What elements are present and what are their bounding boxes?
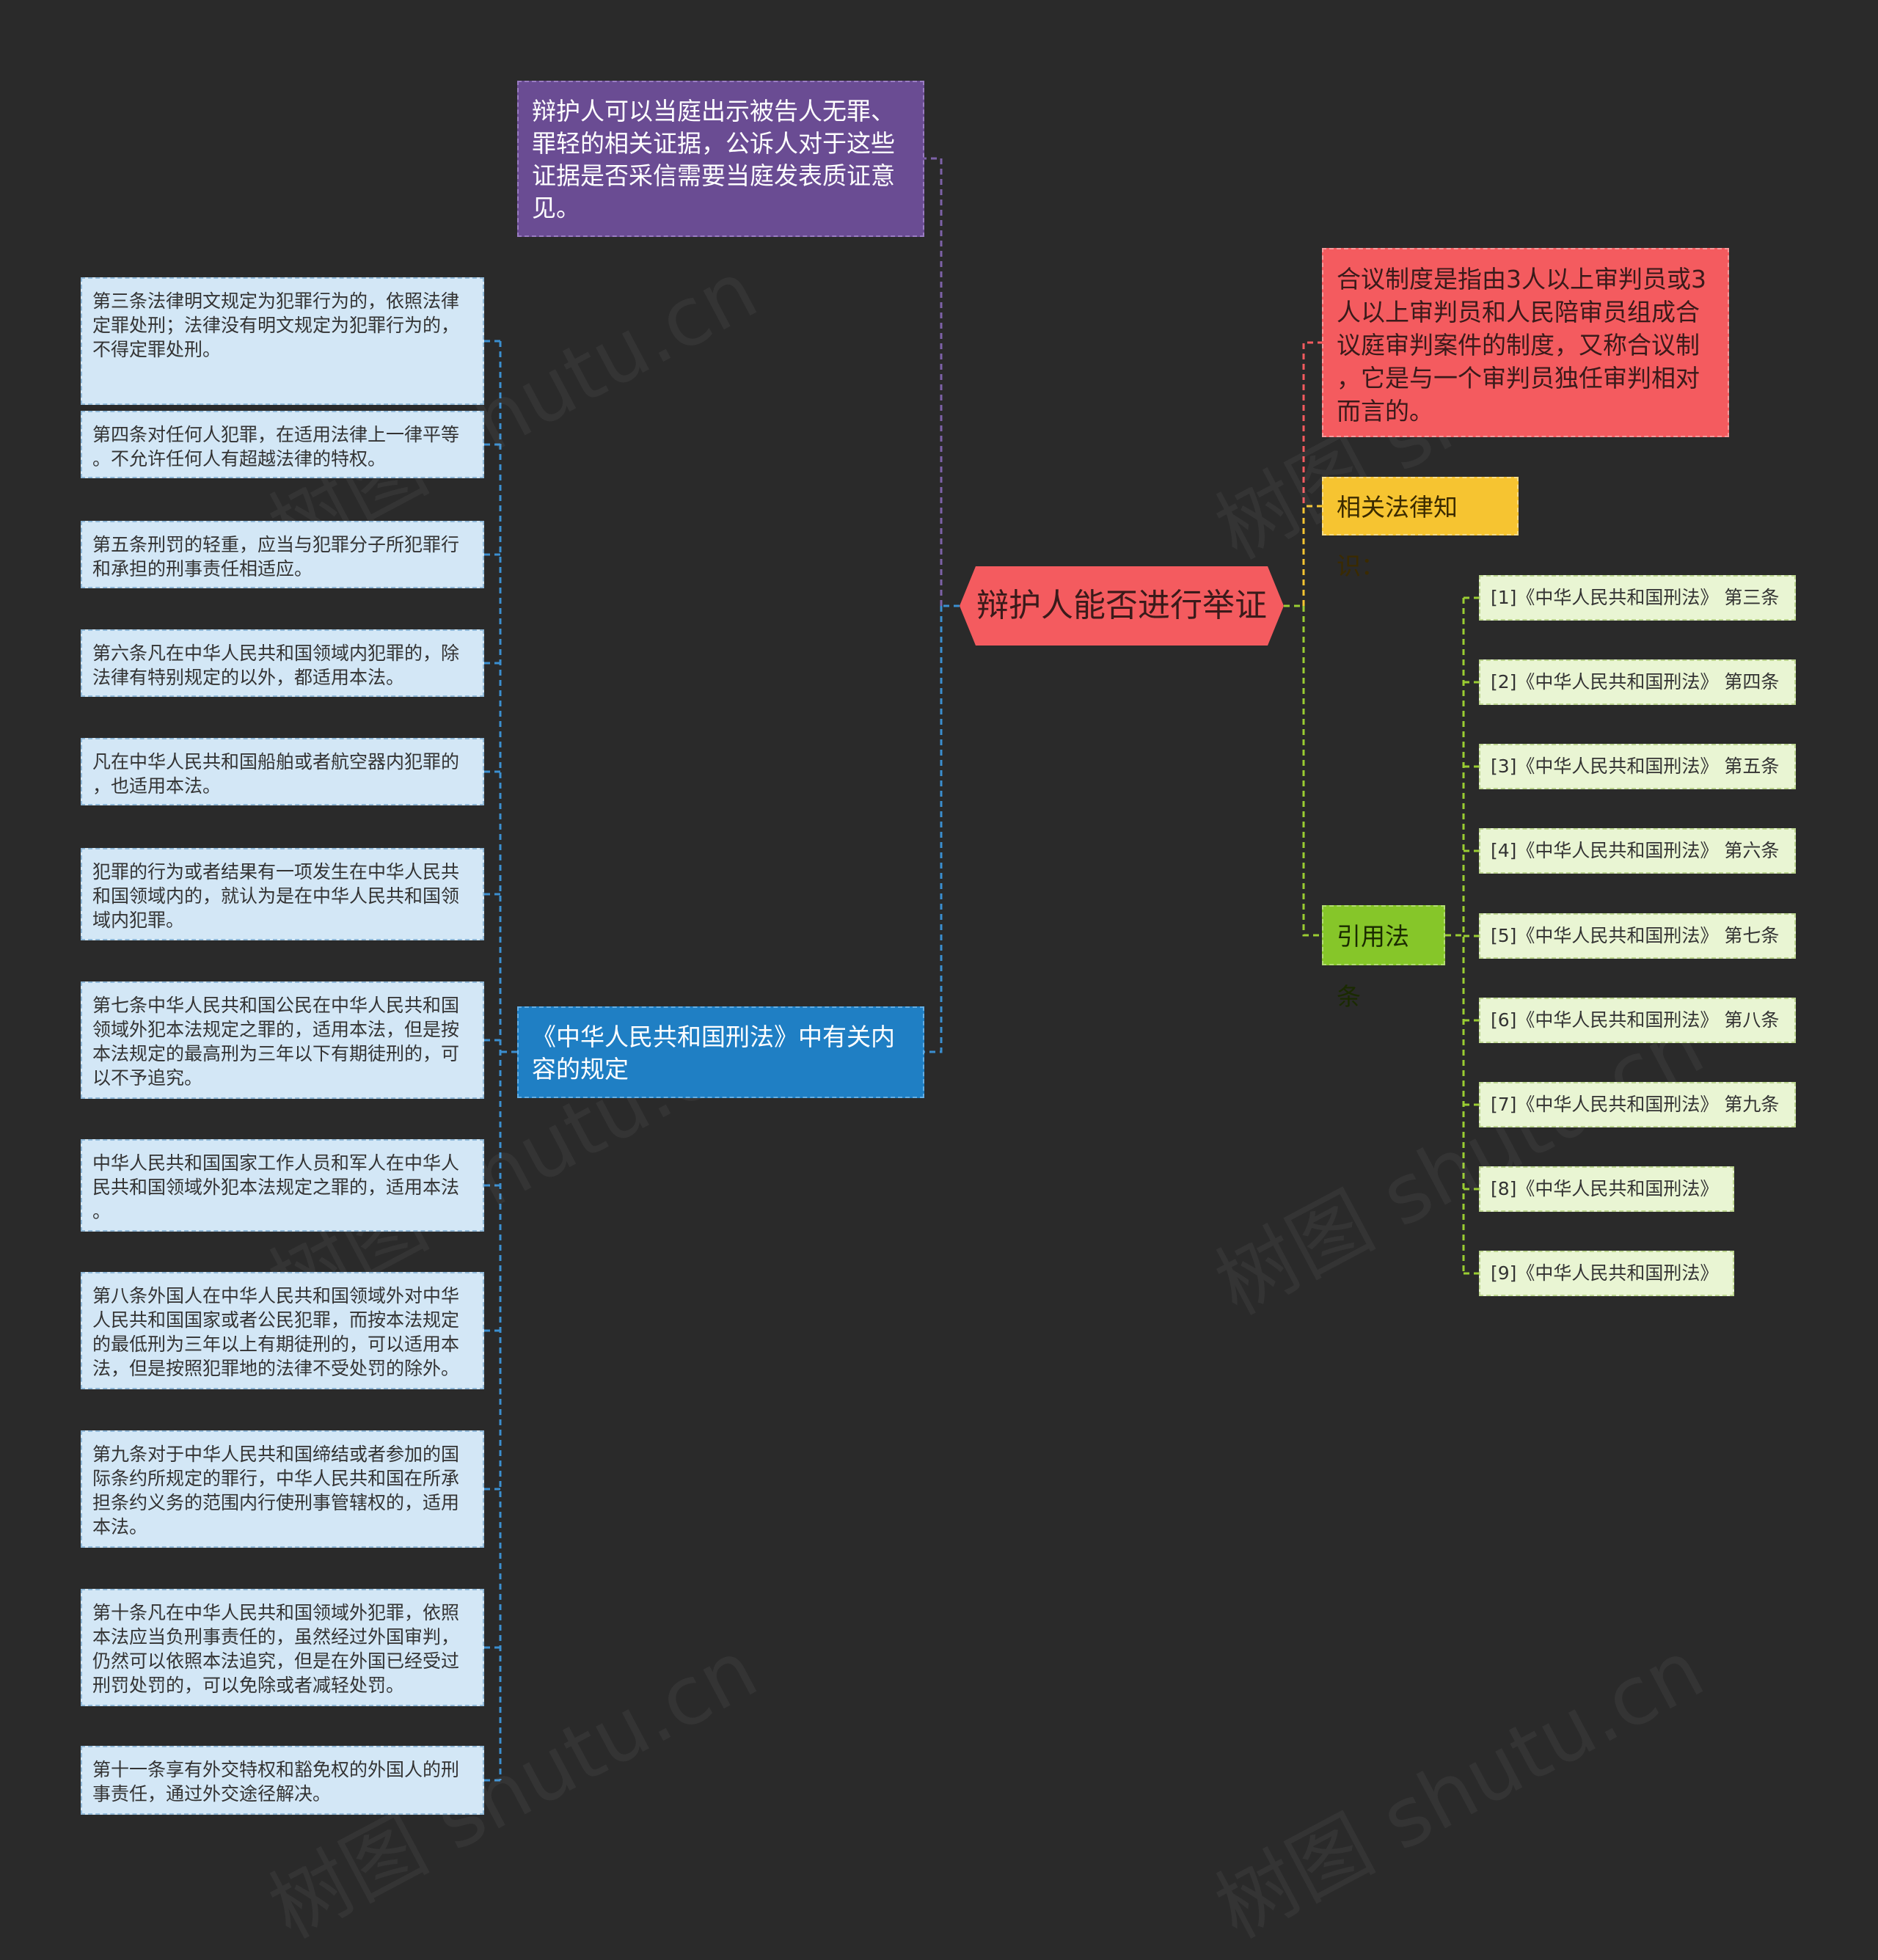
mindmap-canvas: 树图 shutu.cn 树图 shutu.cn 树图 shutu.cn 树图 s… (81, 81, 1796, 1956)
cited-laws-node[interactable]: 引用法条 (1322, 905, 1445, 1011)
related-knowledge-node[interactable]: 相关法律知识： (1322, 477, 1519, 580)
law-article-5[interactable]: 第五条刑罚的轻重，应当与犯罪分子所犯罪行 和承担的刑事责任相适应。 (81, 521, 484, 588)
law-article-9[interactable]: 第九条对于中华人民共和国缔结或者参加的国 际条约所规定的罪行，中华人民共和国在所… (81, 1430, 484, 1548)
cited-law-item[interactable]: [2]《中华人民共和国刑法》 第四条 (1479, 659, 1796, 705)
root-node[interactable]: 辩护人能否进行举证 (960, 566, 1284, 646)
cited-law-item[interactable]: [6]《中华人民共和国刑法》 第八条 (1479, 998, 1796, 1043)
defense-evidence-note[interactable]: 辩护人可以当庭出示被告人无罪、 罪轻的相关证据，公诉人对于这些 证据是否采信需要… (517, 81, 924, 237)
cited-law-item[interactable]: [4]《中华人民共和国刑法》 第六条 (1479, 828, 1796, 874)
cited-law-item[interactable]: [1]《中华人民共和国刑法》 第三条 (1479, 575, 1796, 621)
connector-ref-ticks (1464, 596, 1479, 1275)
cited-law-item[interactable]: [7]《中华人民共和国刑法》 第九条 (1479, 1082, 1796, 1127)
cited-law-item[interactable]: [8]《中华人民共和国刑法》 (1479, 1166, 1734, 1212)
law-article-4[interactable]: 第四条对任何人犯罪，在适用法律上一律平等 。不允许任何人有超越法律的特权。 (81, 411, 484, 478)
law-article-3[interactable]: 第三条法律明文规定为犯罪行为的，依照法律 定罪处刑；法律没有明文规定为犯罪行为的… (81, 277, 484, 405)
cited-law-item[interactable]: [9]《中华人民共和国刑法》 (1479, 1251, 1734, 1296)
law-article-10[interactable]: 第十条凡在中华人民共和国领域外犯罪，依照 本法应当负刑事责任的，虽然经过外国审判… (81, 1589, 484, 1706)
cited-law-item[interactable]: [5]《中华人民共和国刑法》 第七条 (1479, 913, 1796, 959)
connector-right-yellow (1302, 505, 1322, 606)
law-article-6[interactable]: 第六条凡在中华人民共和国领域内犯罪的，除 法律有特别规定的以外，都适用本法。 (81, 629, 484, 697)
connector-lines (484, 157, 1479, 1782)
law-article-11[interactable]: 第十一条享有外交特权和豁免权的外国人的刑 事责任，通过外交途径解决。 (81, 1746, 484, 1815)
law-article-7-officials[interactable]: 中华人民共和国国家工作人员和军人在中华人 民共和国领域外犯本法规定之罪的，适用本… (81, 1139, 484, 1232)
cited-law-item[interactable]: [3]《中华人民共和国刑法》 第五条 (1479, 744, 1796, 789)
connector-right-green (1302, 606, 1322, 937)
law-article-8[interactable]: 第八条外国人在中华人民共和国领域外对中华 人民共和国国家或者公民犯罪，而按本法规… (81, 1272, 484, 1389)
collegial-system-note[interactable]: 合议制度是指由3人以上审判员或3 人以上审判员和人民陪审员组成合 议庭审判案件的… (1322, 248, 1729, 437)
law-article-6-ships[interactable]: 凡在中华人民共和国船舶或者航空器内犯罪的 ，也适用本法。 (81, 738, 484, 805)
connector-left-trunk-purple (924, 157, 943, 606)
criminal-law-branch[interactable]: 《中华人民共和国刑法》中有关内 容的规定 (517, 1006, 924, 1098)
law-article-6-territory[interactable]: 犯罪的行为或者结果有一项发生在中华人民共 和国领域内的，就认为是在中华人民共和国… (81, 848, 484, 940)
law-article-7[interactable]: 第七条中华人民共和国公民在中华人民共和国 领域外犯本法规定之罪的，适用本法，但是… (81, 981, 484, 1099)
connector-left-trunk-blue (924, 606, 943, 1053)
connector-leaf-ticks (484, 340, 500, 1782)
